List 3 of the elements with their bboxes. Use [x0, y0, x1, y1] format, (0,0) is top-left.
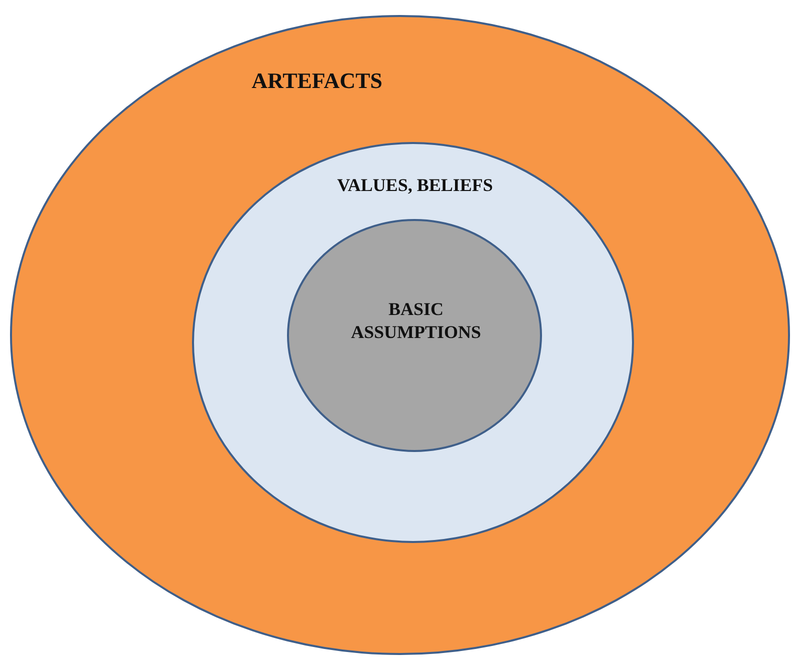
layer-label: VALUES, BELIEFS	[336, 174, 494, 197]
layer-label: BASIC ASSUMPTIONS	[350, 298, 482, 344]
layer-label: ARTEFACTS	[250, 67, 384, 95]
